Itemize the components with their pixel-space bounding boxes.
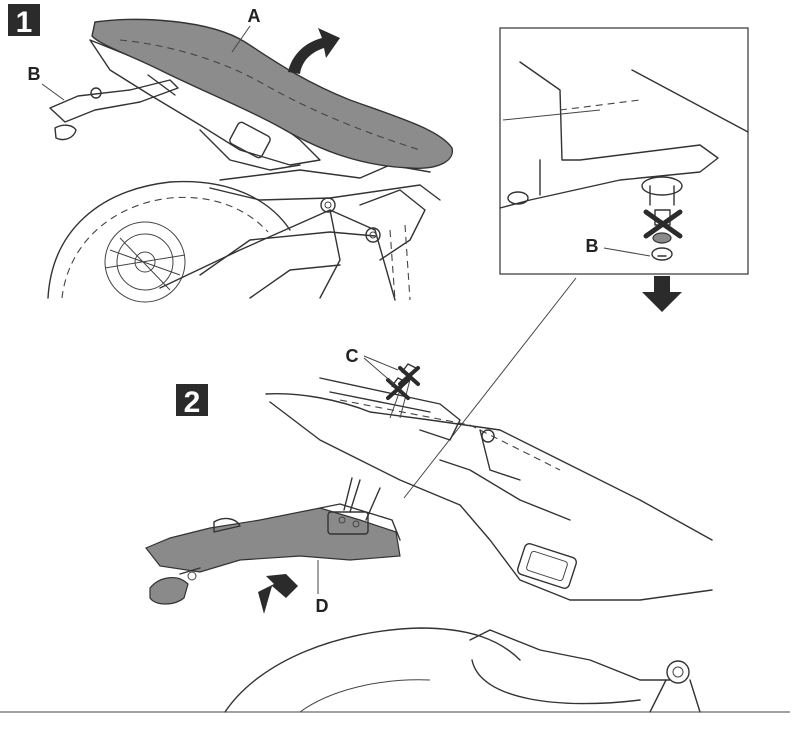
license-plate-holder-d	[145, 477, 401, 605]
step-2-badge	[176, 384, 208, 416]
remove-cross-icon-c2	[398, 366, 420, 386]
inset-leader-line	[403, 277, 577, 499]
inset-frame	[499, 27, 749, 275]
step-1-badge	[8, 4, 40, 36]
bolts-c	[386, 363, 420, 419]
label-b-step1: B	[28, 64, 41, 84]
detail-inset: B	[499, 27, 749, 312]
tail-body	[0, 377, 790, 713]
frame	[159, 164, 441, 301]
step-2-number: 2	[184, 386, 201, 419]
bolt-b-detail	[651, 209, 673, 261]
label-c: C	[346, 346, 359, 366]
label-a: A	[248, 6, 261, 26]
rider-seat	[91, 18, 453, 169]
lift-arrow-icon	[288, 28, 340, 74]
label-d: D	[316, 596, 329, 616]
down-arrow-icon	[642, 276, 682, 312]
license-plate-holder	[49, 79, 179, 141]
step-1-panel: 1	[8, 4, 453, 303]
label-b-detail: B	[586, 236, 599, 256]
remove-cross-icon	[643, 209, 683, 239]
step-1-number: 1	[16, 6, 33, 39]
rear-wheel	[47, 180, 291, 303]
pull-arrow-icon	[258, 574, 298, 614]
remove-cross-icon-c1	[386, 378, 410, 400]
step-2-panel: 2 C	[0, 346, 790, 713]
